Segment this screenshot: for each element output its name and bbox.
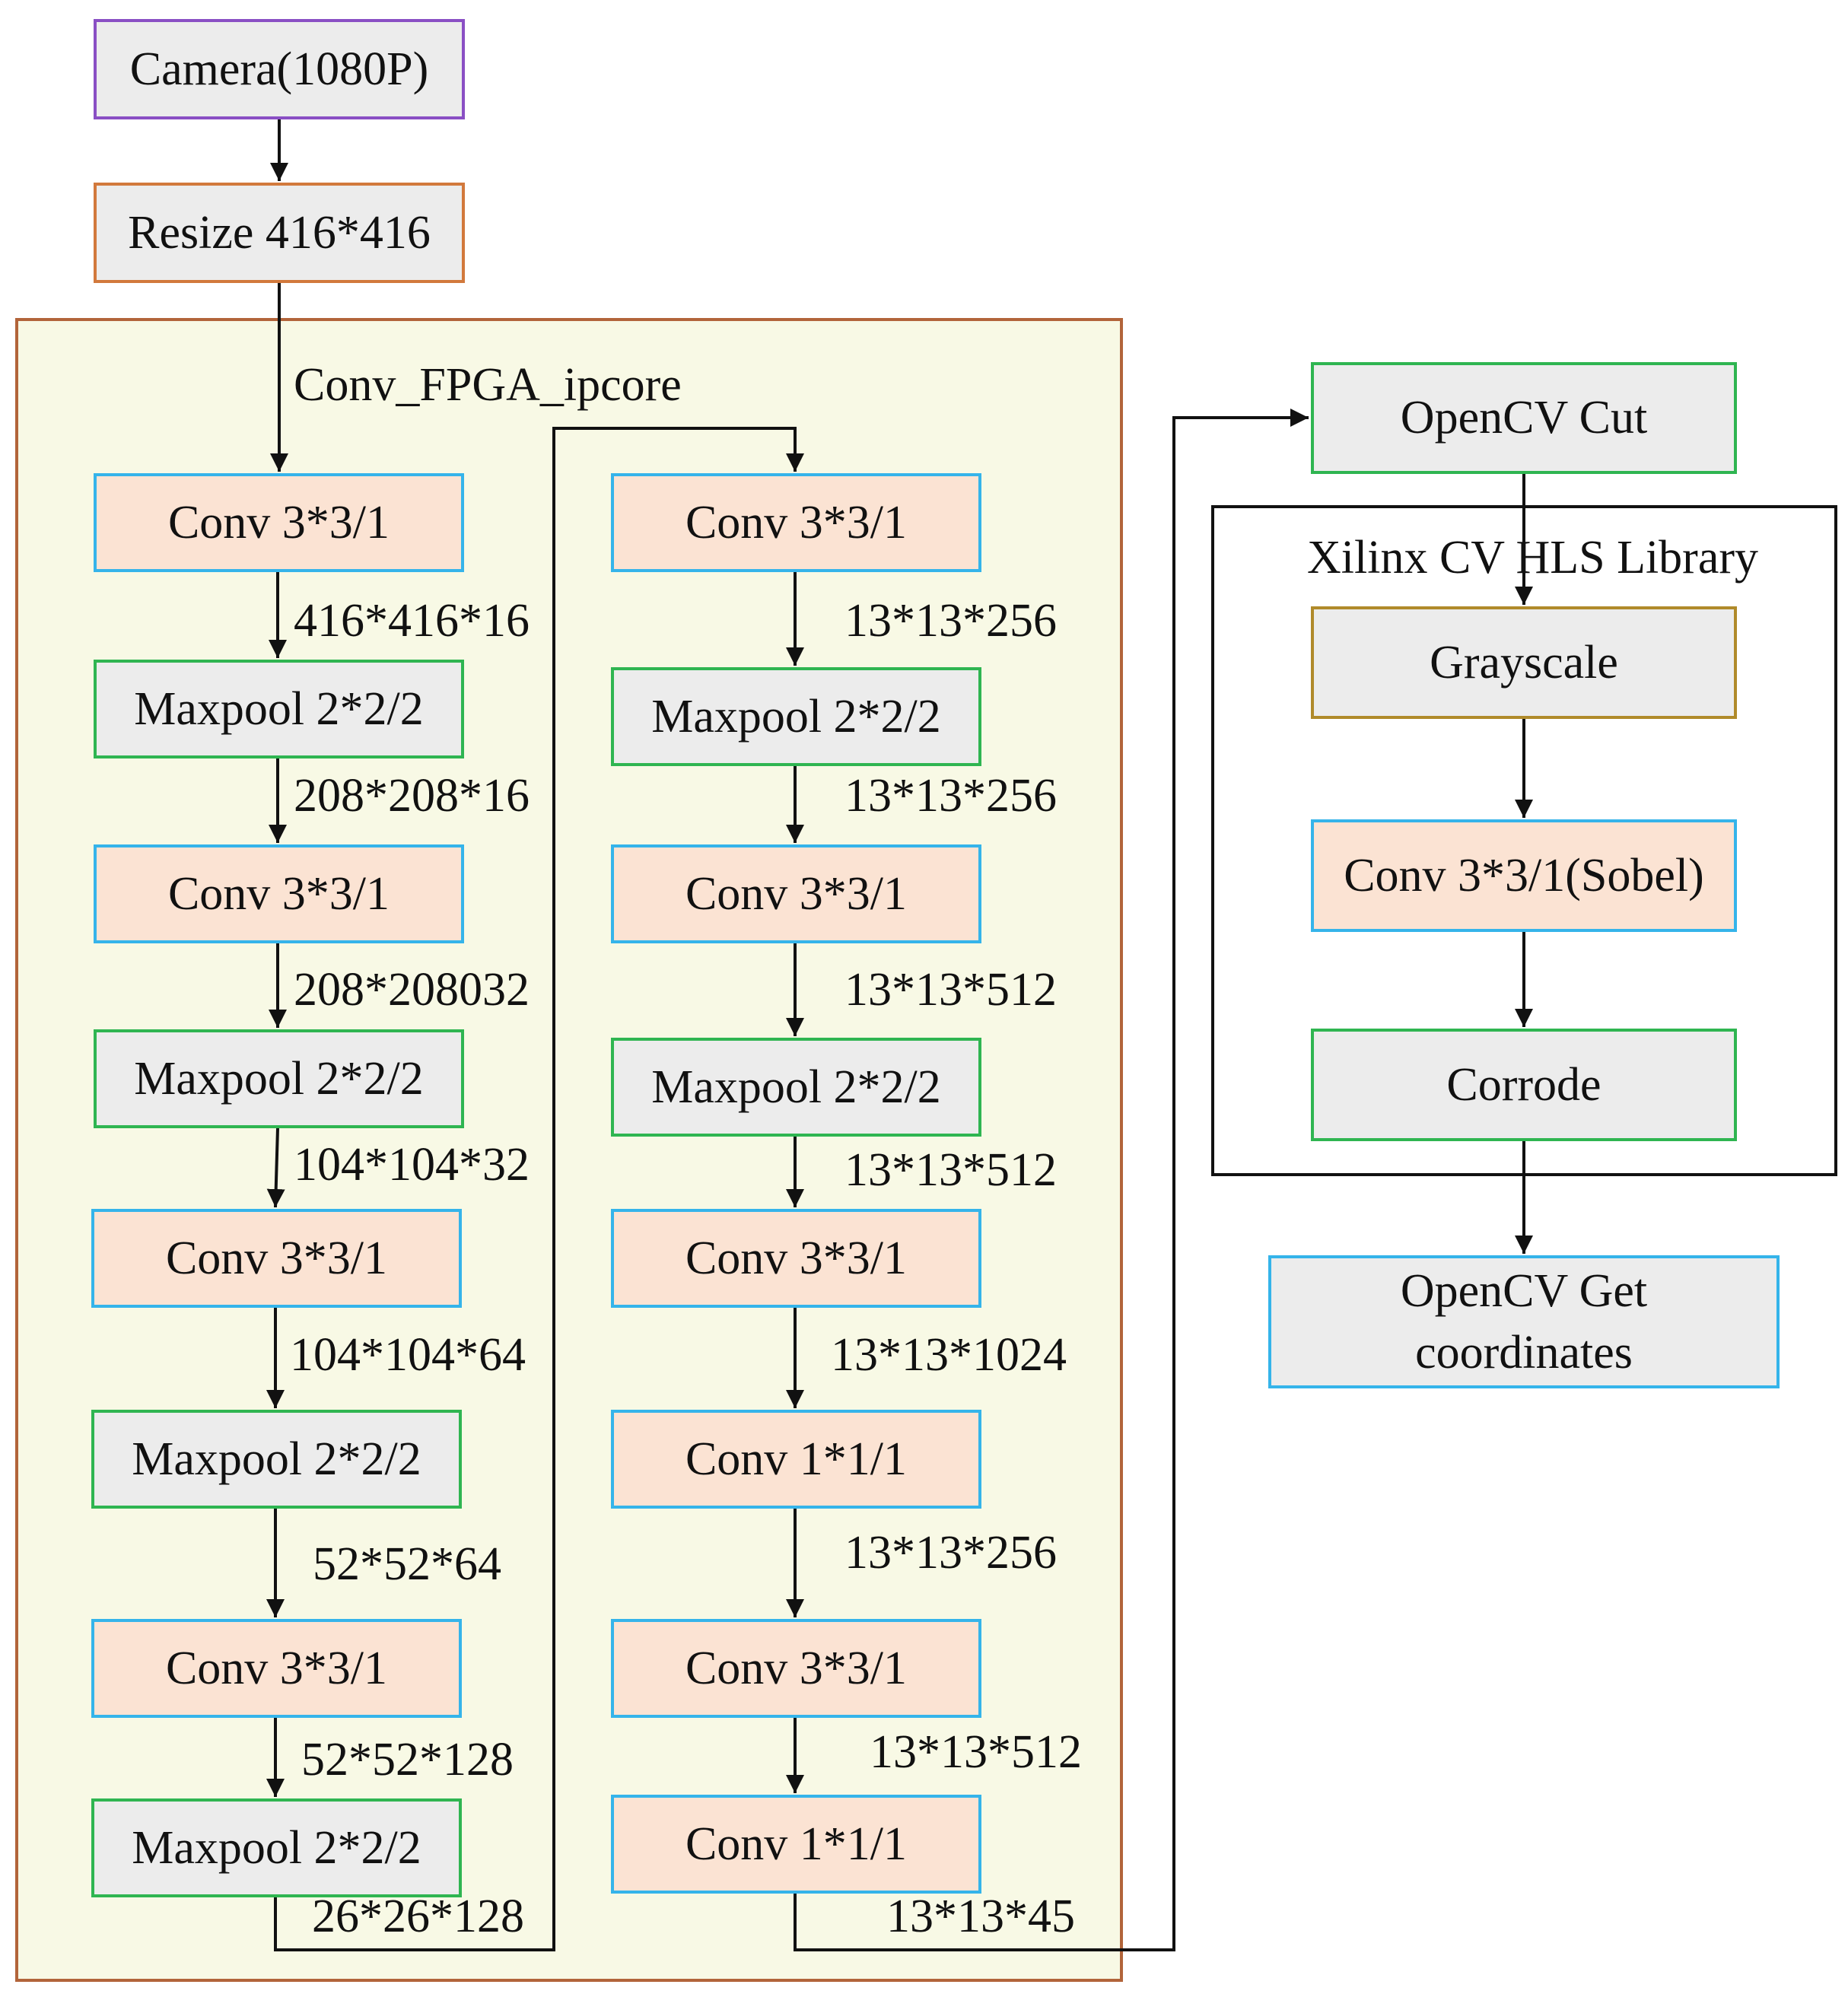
left-edge-label-8: 26*26*128: [312, 1891, 524, 1942]
get-coordinates-line-1: OpenCV Get: [1400, 1264, 1648, 1317]
camera-label: Camera(1080P): [129, 43, 429, 95]
sobel-label: Conv 3*3/1(Sobel): [1344, 849, 1704, 902]
grayscale-label: Grayscale: [1430, 636, 1618, 689]
right-edge-label-1: 13*13*256: [844, 595, 1057, 647]
left-node-1-label: Conv 3*3/1: [167, 496, 390, 549]
opencv-cut-node: OpenCV Cut: [1311, 362, 1737, 474]
sobel-conv-node: Conv 3*3/1(Sobel): [1311, 819, 1737, 932]
right-conv-node-7: Conv 3*3/1: [611, 1619, 981, 1718]
left-conv-node-5: Conv 3*3/1: [91, 1209, 462, 1308]
left-maxpool-node-4: Maxpool 2*2/2: [94, 1029, 464, 1128]
hls-region-title: Xilinx CV HLS Library: [1307, 532, 1758, 584]
right-node-7-label: Conv 3*3/1: [685, 1642, 908, 1694]
left-edge-label-6: 52*52*64: [313, 1538, 501, 1590]
right-maxpool-node-4: Maxpool 2*2/2: [611, 1038, 981, 1137]
fpga-region-title: Conv_FPGA_ipcore: [294, 359, 682, 411]
right-conv-node-8: Conv 1*1/1: [611, 1795, 981, 1894]
right-edge-label-8: 13*13*45: [886, 1891, 1075, 1942]
left-edge-label-1: 416*416*16: [294, 595, 530, 647]
right-conv-node-1: Conv 3*3/1: [611, 473, 981, 572]
corrode-node: Corrode: [1311, 1029, 1737, 1141]
arrow-left-to-right-column: [274, 427, 804, 1951]
right-edge-label-3: 13*13*512: [844, 964, 1057, 1016]
resize-label: Resize 416*416: [128, 206, 431, 259]
corrode-label: Corrode: [1446, 1058, 1601, 1111]
left-node-3-label: Conv 3*3/1: [167, 867, 390, 920]
grayscale-node: Grayscale: [1311, 606, 1737, 719]
left-maxpool-node-8: Maxpool 2*2/2: [91, 1798, 462, 1897]
right-edge-label-2: 13*13*256: [844, 770, 1057, 822]
resize-node: Resize 416*416: [94, 183, 465, 283]
right-node-3-label: Conv 3*3/1: [685, 867, 908, 920]
left-maxpool-node-6: Maxpool 2*2/2: [91, 1410, 462, 1509]
right-conv-node-5: Conv 3*3/1: [611, 1209, 981, 1308]
right-edge-label-4: 13*13*512: [844, 1144, 1057, 1196]
opencv-cut-label: OpenCV Cut: [1400, 392, 1648, 444]
left-edge-label-5: 104*104*64: [290, 1329, 526, 1381]
left-node-7-label: Conv 3*3/1: [165, 1642, 388, 1694]
left-conv-node-1: Conv 3*3/1: [94, 473, 464, 572]
left-node-5-label: Conv 3*3/1: [165, 1232, 388, 1284]
left-conv-node-3: Conv 3*3/1: [94, 844, 464, 943]
get-coordinates-node: OpenCV Get coordinates: [1268, 1255, 1780, 1388]
left-edge-label-2: 208*208*16: [294, 770, 530, 822]
right-maxpool-node-2: Maxpool 2*2/2: [611, 667, 981, 766]
arrow-fpga-to-opencv-cut: [794, 409, 1309, 1951]
left-node-6-label: Maxpool 2*2/2: [132, 1433, 421, 1485]
left-node-2-label: Maxpool 2*2/2: [134, 682, 424, 735]
right-conv-node-6: Conv 1*1/1: [611, 1410, 981, 1509]
right-node-1-label: Conv 3*3/1: [685, 496, 908, 549]
right-edge-label-7: 13*13*512: [870, 1726, 1082, 1778]
arrow-left-4-5: [266, 1127, 285, 1208]
right-node-6-label: Conv 1*1/1: [685, 1433, 908, 1485]
right-node-4-label: Maxpool 2*2/2: [651, 1061, 941, 1113]
right-node-8-label: Conv 1*1/1: [685, 1817, 908, 1870]
left-conv-node-7: Conv 3*3/1: [91, 1619, 462, 1718]
left-maxpool-node-2: Maxpool 2*2/2: [94, 660, 464, 758]
left-edge-label-7: 52*52*128: [301, 1734, 514, 1786]
left-edge-label-4: 104*104*32: [294, 1139, 530, 1191]
left-edge-label-3: 208*208032: [294, 964, 530, 1016]
right-conv-node-3: Conv 3*3/1: [611, 844, 981, 943]
camera-node: Camera(1080P): [94, 19, 465, 119]
left-node-8-label: Maxpool 2*2/2: [132, 1821, 421, 1874]
left-node-4-label: Maxpool 2*2/2: [134, 1052, 424, 1105]
right-node-2-label: Maxpool 2*2/2: [651, 690, 941, 743]
get-coordinates-line-2: coordinates: [1415, 1326, 1633, 1379]
right-node-5-label: Conv 3*3/1: [685, 1232, 908, 1284]
right-edge-label-5: 13*13*1024: [831, 1329, 1067, 1381]
right-edge-label-6: 13*13*256: [844, 1527, 1057, 1579]
